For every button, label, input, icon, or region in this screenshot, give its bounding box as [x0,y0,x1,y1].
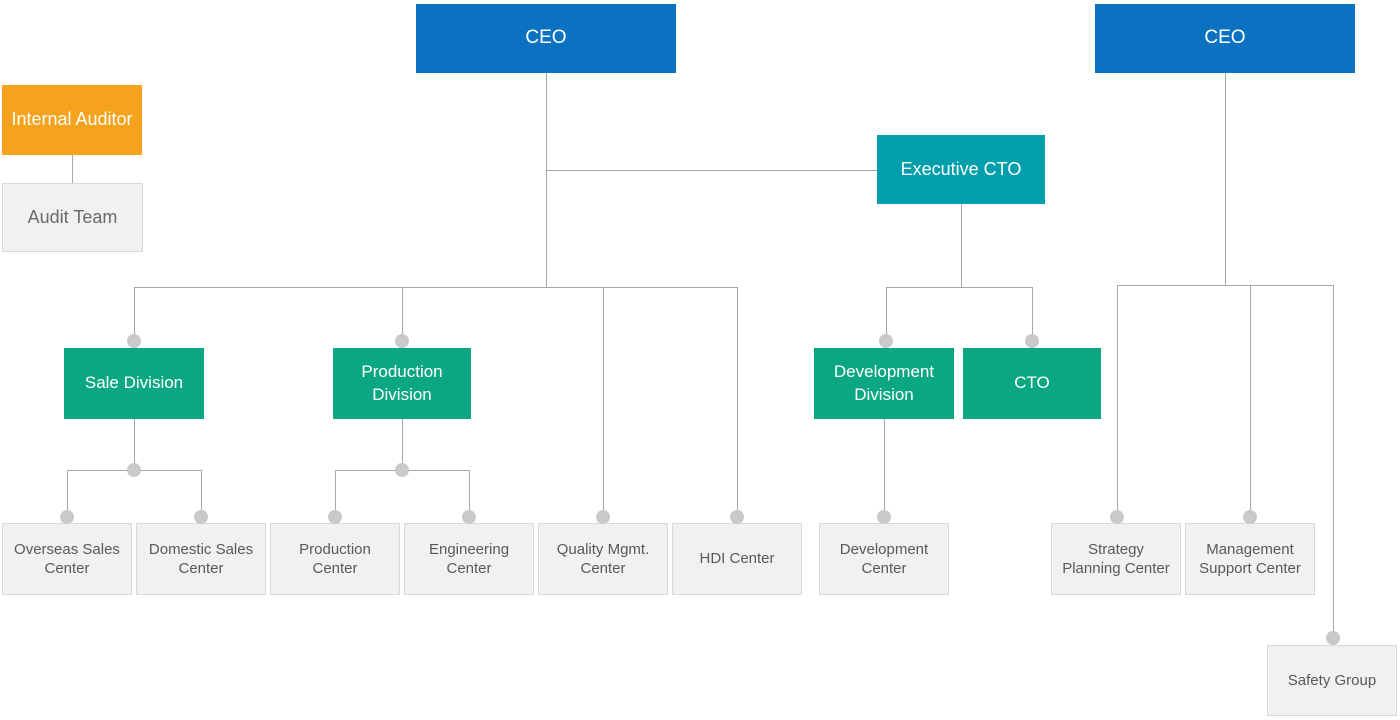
node-label: Engineering Center [428,540,510,578]
connector-line [469,470,470,523]
node-development-division: Development Division [814,348,954,419]
node-label: Audit Team [27,206,118,227]
connector-line [961,204,962,287]
connector-line [402,419,403,470]
node-internal-auditor: Internal Auditor [2,85,142,155]
connector-line [737,287,738,523]
connector-line [1117,285,1334,286]
junction-dot [127,463,141,477]
junction-dot [1243,510,1257,524]
node-safety-group: Safety Group [1267,645,1397,716]
node-label: Domestic Sales Center [148,540,254,578]
connector-line [72,155,73,183]
node-label: Development Center [839,540,929,578]
node-label: CTO [1014,373,1050,393]
node-development-center: Development Center [819,523,949,595]
node-label: Sale Division [84,373,184,393]
node-hdi-center: HDI Center [672,523,802,595]
connector-line [1333,285,1334,645]
junction-dot [127,334,141,348]
node-label: Production Division [361,362,443,404]
connector-line [402,287,403,348]
junction-dot [395,463,409,477]
node-label: CEO [525,27,567,49]
node-label: Development Division [833,362,935,404]
node-label: Executive CTO [900,158,1022,179]
node-label: Production Center [299,540,371,578]
node-production-center: Production Center [270,523,400,595]
node-engineering-center: Engineering Center [404,523,534,595]
junction-dot [395,334,409,348]
node-management-support-center: Management Support Center [1185,523,1315,595]
junction-dot [730,510,744,524]
node-ceo-left: CEO [416,4,676,73]
node-label: HDI Center [699,550,775,568]
connector-line [886,287,1033,288]
node-sale-division: Sale Division [64,348,204,419]
connector-line [134,287,135,348]
node-ceo-right: CEO [1095,4,1355,73]
connector-line [67,470,68,523]
node-label: Overseas Sales Center [14,540,120,578]
node-label: Internal Auditor [11,109,133,130]
connector-line [546,73,547,287]
node-strategy-planning-center: Strategy Planning Center [1051,523,1181,595]
node-label: Strategy Planning Center [1062,540,1170,578]
junction-dot [1025,334,1039,348]
node-domestic-sales-center: Domestic Sales Center [136,523,266,595]
connector-line [1225,73,1226,285]
node-label: CEO [1204,27,1246,49]
connector-line [603,287,604,523]
node-label: Management Support Center [1199,540,1301,578]
connector-line [134,419,135,470]
junction-dot [596,510,610,524]
connector-line [134,287,738,288]
junction-dot [1110,510,1124,524]
node-audit-team: Audit Team [2,183,143,252]
connector-line [1032,287,1033,348]
connector-line [1250,285,1251,523]
connector-line [884,419,885,523]
junction-dot [877,510,891,524]
connector-line [335,470,336,523]
connector-line [1117,285,1118,523]
junction-dot [60,510,74,524]
node-quality-mgmt-center: Quality Mgmt. Center [538,523,668,595]
node-overseas-sales-center: Overseas Sales Center [2,523,132,595]
node-label: Safety Group [1287,671,1377,689]
connector-line [546,170,877,171]
junction-dot [879,334,893,348]
junction-dot [462,510,476,524]
junction-dot [1326,631,1340,645]
junction-dot [328,510,342,524]
node-production-division: Production Division [333,348,471,419]
junction-dot [194,510,208,524]
node-executive-cto: Executive CTO [877,135,1045,204]
connector-line [201,470,202,523]
node-cto: CTO [963,348,1101,419]
connector-line [886,287,887,348]
node-label: Quality Mgmt. Center [556,540,650,578]
